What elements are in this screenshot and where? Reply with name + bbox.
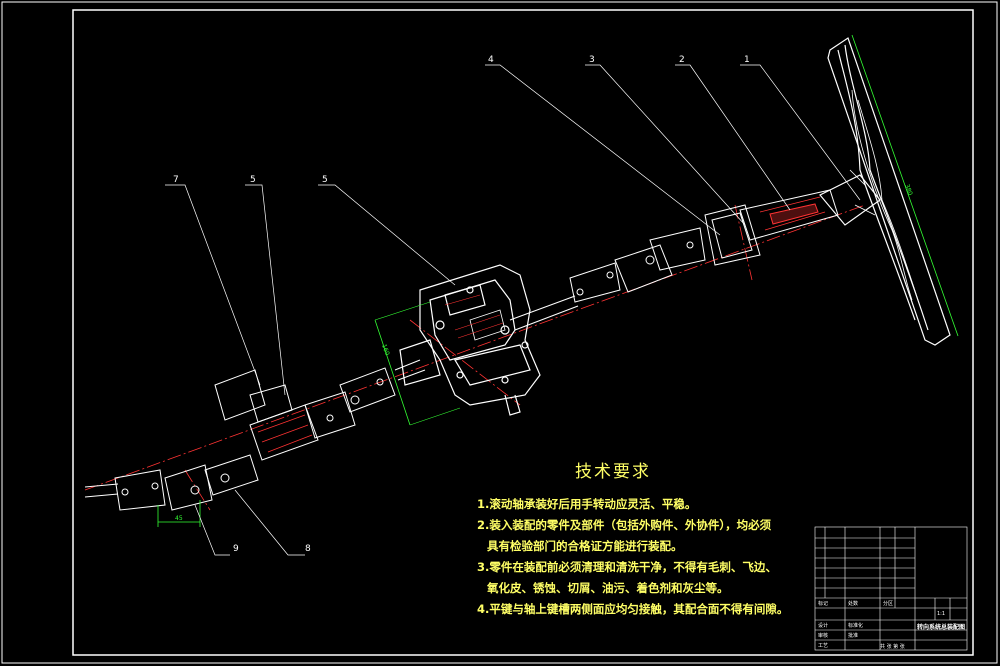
intermediate-shaft — [509, 295, 579, 331]
leader-lines — [165, 64, 861, 556]
balloon-1: 1 — [744, 55, 750, 65]
bottom-dimension — [157, 500, 201, 527]
box-dimension — [374, 319, 411, 426]
dimension-160: 160 — [380, 343, 391, 356]
gear-hatching — [444, 294, 504, 339]
steering-gear-box — [399, 264, 541, 416]
steering-wheel — [819, 37, 951, 346]
title-block-scale: 1:1 — [937, 611, 946, 617]
title-block-label-mark: 标记 — [818, 601, 829, 607]
requirement-3b: 氧化皮、锈蚀、切屑、油污、着色剂和灰尘等。 — [487, 581, 729, 595]
balloon-8: 8 — [305, 544, 311, 554]
title-block-label-design: 设计 — [818, 623, 829, 629]
box-dimension-ext2 — [409, 407, 461, 426]
balloon-5b: 5 — [250, 175, 256, 185]
title-block-label-process: 工艺 — [818, 643, 829, 649]
title-block-label-count: 处数 — [848, 601, 859, 607]
drawing-frame — [72, 9, 974, 656]
title-block-label-zone: 分区 — [883, 601, 894, 607]
spline-shaft — [214, 369, 319, 461]
requirement-1: 1.滚动轴承装好后用手转动应灵活、平稳。 — [477, 497, 697, 511]
spline-hatching — [257, 414, 313, 453]
requirement-2: 2.装入装配的零件及部件（包括外购件、外协件），均必须 — [477, 518, 772, 532]
box-dimension-ext1 — [374, 301, 431, 321]
balloon-9: 9 — [233, 544, 239, 554]
title-block-label-review: 审核 — [818, 633, 829, 639]
bottom-universal-joint — [84, 454, 259, 511]
title-block-sheet: 共 张 第 张 — [880, 644, 905, 650]
balloon-3: 3 — [589, 55, 595, 65]
balloon-5a: 5 — [322, 175, 328, 185]
title-block-label-standard: 标准化 — [848, 623, 864, 629]
wheel-dimension — [851, 34, 959, 337]
title-block-label-approve: 批准 — [848, 633, 859, 639]
requirement-2b: 具有检验部门的合格证方能进行装配。 — [487, 539, 683, 553]
lower-universal-joint — [304, 359, 426, 439]
dimension-380: 380 — [903, 183, 914, 196]
title-block-grid — [814, 526, 968, 651]
requirement-3: 3.零件在装配前必须清理和清洗干净，不得有毛刺、飞边、 — [477, 560, 777, 574]
balloon-4: 4 — [488, 55, 494, 65]
requirement-4: 4.平键与轴上键槽两侧面应均匀接触，其配合面不得有间隙。 — [477, 602, 789, 616]
requirements-title: 技术要求 — [575, 462, 651, 482]
column-tube — [704, 189, 839, 266]
balloon-labels: 1 2 3 4 5 7 5 8 9 — [173, 55, 750, 554]
balloon-7: 7 — [173, 175, 179, 185]
dimension-45: 45 — [175, 515, 183, 522]
title-block-name: 转向系统总装配图 — [917, 624, 966, 631]
upper-universal-joint — [569, 227, 706, 303]
balloon-2: 2 — [679, 55, 685, 65]
